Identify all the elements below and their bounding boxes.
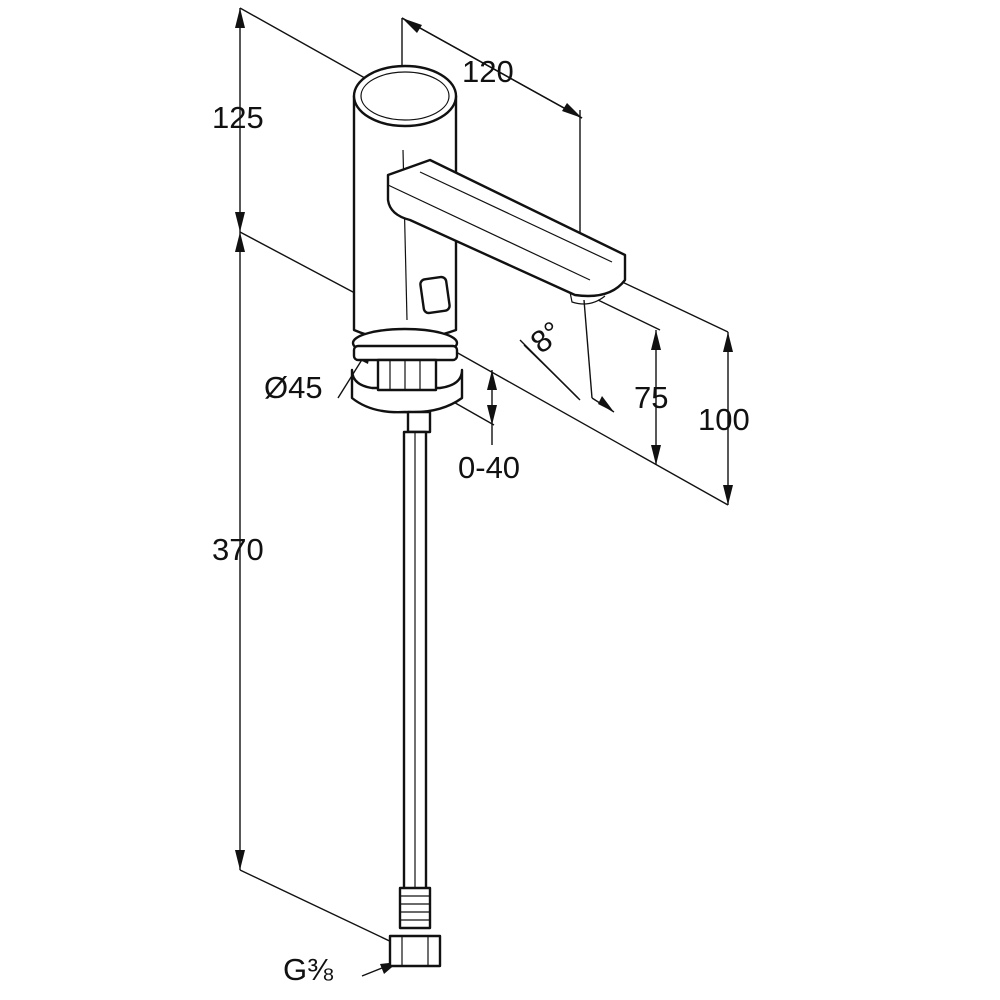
dimension-thread: G⅜ — [283, 952, 333, 987]
dimension-hose-length: 370 — [212, 532, 264, 567]
dimension-spout-length: 120 — [462, 54, 514, 89]
thread-main: G — [283, 952, 307, 987]
dimension-adjustment: 0-40 — [458, 450, 520, 485]
mounting-base — [350, 327, 464, 434]
thread-fraction: ⅜ — [307, 952, 333, 987]
dimension-lines — [235, 8, 733, 977]
dimension-height-upper: 125 — [212, 100, 264, 135]
hose-connector — [388, 886, 442, 968]
sensor-window — [419, 275, 451, 315]
dimension-total-height: 100 — [698, 402, 750, 437]
spout — [386, 158, 627, 305]
dimension-outlet-height: 75 — [634, 380, 668, 415]
dimension-angle: 8° — [524, 314, 569, 360]
dimension-diameter: Ø45 — [264, 370, 323, 405]
hose — [402, 430, 428, 892]
